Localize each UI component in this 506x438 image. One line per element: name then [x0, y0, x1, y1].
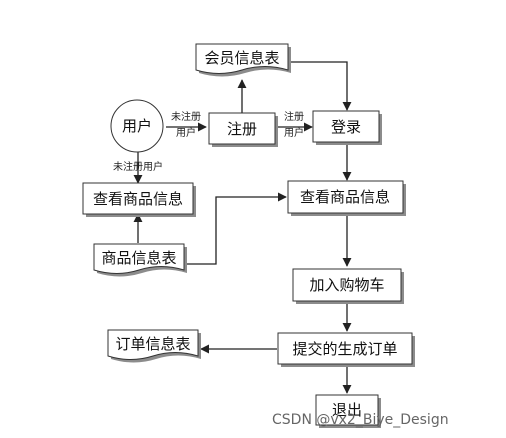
goods-table-node: 商品信息表	[93, 243, 187, 277]
register-label: 注册	[227, 120, 257, 138]
logout-node: 退出	[315, 394, 381, 428]
goods-table-label: 商品信息表	[101, 249, 176, 267]
add-cart-node: 加入购物车	[292, 268, 404, 304]
register-node: 注册	[208, 112, 278, 147]
unregistered-label-line2: 用户	[176, 126, 196, 139]
order-table-label: 订单信息表	[115, 335, 190, 353]
user-label: 用户	[122, 117, 152, 135]
watermark: CSDN @vx2_Biye_Design	[272, 412, 449, 428]
registered-label-line2: 用户	[284, 126, 304, 139]
submit-order-label: 提交的生成订单	[292, 340, 397, 358]
unregistered-label-line1: 未注册	[171, 110, 201, 123]
view-goods-main-label: 查看商品信息	[300, 188, 390, 206]
add-cart-label: 加入购物车	[309, 276, 384, 294]
connectors	[133, 61, 352, 394]
arrow-member-table-to-login	[289, 61, 352, 111]
submit-order-node: 提交的生成订单	[277, 332, 415, 367]
member-table-label: 会员信息表	[204, 49, 279, 67]
member-table-node: 会员信息表	[195, 43, 291, 77]
view-goods-main-node: 查看商品信息	[287, 180, 406, 216]
logout-label: 退出	[332, 401, 362, 419]
unregistered-user-label: 未注册用户	[113, 160, 163, 173]
order-table-node: 订单信息表	[107, 329, 201, 363]
arrow-goods-table-to-view-goods-main	[184, 192, 287, 265]
user-node: 用户	[110, 99, 164, 153]
login-label: 登录	[331, 118, 361, 136]
login-node: 登录	[312, 110, 382, 145]
view-goods-left-node: 查看商品信息	[82, 182, 196, 217]
registered-label-line1: 注册	[284, 110, 304, 123]
view-goods-left-label: 查看商品信息	[93, 190, 183, 208]
edge-labels: 未注册 用户 注册 用户 未注册用户	[113, 110, 304, 173]
